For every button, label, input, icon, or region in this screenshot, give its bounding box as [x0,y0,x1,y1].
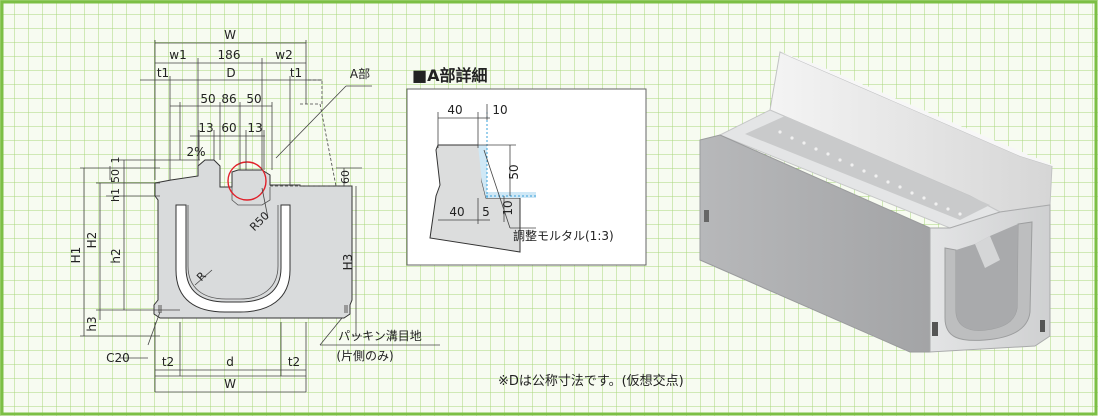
detail-a-marker: A部 [350,66,370,81]
detail-dim-50: 50 [507,164,521,179]
mortar-label: 調整モルタル(1:3) [513,228,614,243]
dim-h2: h2 [109,248,123,263]
detail-a-circle [227,161,267,201]
detail-title: ■A部詳細 [412,66,488,85]
dim-86: 86 [221,92,236,106]
slope-label: 2% [186,145,205,159]
gutter-block-3d-icon [699,51,1055,353]
dim-13-right: 13 [247,121,262,135]
detail-dim-5: 5 [482,205,490,219]
dim-t2-right: t2 [288,355,300,369]
detail-dim-10-right: 10 [501,200,515,215]
dim-50-left: 50 [200,92,215,106]
dim-H2: H2 [85,232,99,249]
dim-w1: w1 [169,48,186,62]
dim-h3: h3 [85,316,99,331]
dim-50-vert: 50 [109,169,122,183]
packing-note-line2: (片側のみ) [336,349,393,363]
detail-dim-40-top: 40 [447,103,462,117]
dim-W-top: W [224,28,236,42]
packing-note-line1: パッキン溝目地 [338,329,422,343]
dim-186: 186 [218,48,241,62]
dim-60: 60 [221,121,236,135]
dim-t1-right: t1 [290,66,302,80]
dim-W-bottom: W [224,377,236,391]
dim-H1: H1 [69,247,83,264]
dim-d: d [226,355,234,369]
dim-50-right: 50 [246,92,261,106]
detail-dim-10-top: 10 [492,103,507,117]
detail-dim-40-bottom: 40 [449,205,464,219]
dim-13-left: 13 [198,121,213,135]
dim-60-vert: 60 [339,170,352,184]
dim-h1: h1 [109,188,122,202]
dim-H3: H3 [341,254,355,271]
detail-a-box [406,88,647,266]
nominal-dimension-note: ※Dは公称寸法です。(仮想交点) [498,373,684,389]
dim-1: 1 [109,157,122,164]
cross-section [80,40,440,393]
dim-t2-left: t2 [162,355,174,369]
dim-D: D [226,66,235,80]
chamfer-C20: C20 [106,351,130,365]
dim-w2: w2 [275,48,292,62]
dim-t1-left: t1 [157,66,169,80]
